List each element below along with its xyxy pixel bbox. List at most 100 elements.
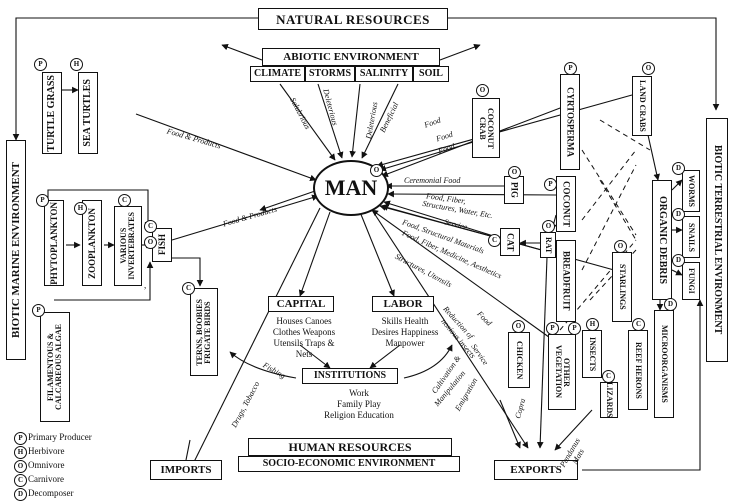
starlings-label: STARLINGS — [618, 264, 627, 310]
zooplankton-symbol: H — [74, 202, 87, 215]
organic-debris-label: ORGANIC DEBRIS — [657, 195, 668, 285]
legend-symbol-h: H — [14, 446, 27, 459]
chicken-exports — [499, 399, 521, 449]
other-vegetation-box: OTHER VEGETATION — [548, 334, 576, 410]
snails-symbol: D — [672, 208, 685, 221]
phyto-fish-top — [47, 189, 152, 229]
climate-box: CLIMATE — [250, 66, 305, 82]
salinity-box: SALINITY — [355, 66, 413, 82]
rat-label: RAT — [544, 236, 553, 254]
abiotic-man-3 — [349, 83, 361, 158]
fish-label: FISH — [156, 234, 167, 256]
cat-box: CAT — [500, 228, 520, 256]
exports-right — [582, 299, 704, 471]
biotic-marine-label: BIOTIC MARINE ENVIRONMENT — [9, 161, 22, 339]
land-crabs-down — [647, 134, 660, 181]
nr-right-line — [448, 17, 720, 111]
turtle-grass-box: TURTLE GRASS — [42, 72, 62, 154]
coconut-man — [387, 190, 557, 198]
breadfruit-box: BREADFRUIT — [556, 240, 576, 322]
biotic-marine-box: BIOTIC MARINE ENVIRONMENT — [6, 140, 26, 360]
sea-turtles-box: SEA TURTLES — [78, 72, 98, 154]
legend-symbol-o: O — [14, 460, 27, 473]
organic-fungi — [671, 269, 683, 276]
coconut-exports — [536, 229, 549, 449]
cyrtosperma-symbol: P — [564, 62, 577, 75]
man-exports — [371, 209, 529, 449]
fungi-symbol: D — [672, 254, 685, 267]
insects-symbol: H — [586, 318, 599, 331]
legend-label-c: Carnivore — [28, 474, 64, 484]
man-labor — [359, 211, 395, 297]
capital-box: CAPITAL — [268, 296, 334, 312]
exports-box: EXPORTS — [494, 460, 578, 480]
labor-box: LABOR — [372, 296, 434, 312]
various-invertebrates-box: VARIOUS INVERTEBRATES — [114, 206, 142, 286]
land-crabs-symbol: O — [642, 62, 655, 75]
snails-label: SNAILS — [687, 222, 696, 252]
fish-symbol-c: C — [144, 220, 157, 233]
filamentous-algae-label: FILAMENTOUS & CALCAREOUS ALGAE — [46, 323, 63, 410]
sea-turtles-symbol: H — [70, 58, 83, 71]
breadfruit-label: BREADFRUIT — [561, 251, 572, 311]
worms-symbol: D — [672, 162, 685, 175]
biotic-terrestrial-box: BIOTIC TERRESTRIAL ENVIRONMENT — [706, 118, 728, 362]
reef-herons-box: REEF HERONS — [628, 330, 648, 410]
omnivore-symbol: O — [370, 164, 383, 177]
pig-box: PIG — [504, 176, 524, 204]
food-top-line — [376, 94, 633, 168]
microorganisms-symbol: D — [664, 298, 677, 311]
terns-symbol: C — [182, 282, 195, 295]
lizards-label: LIZARDS — [605, 382, 614, 418]
terns-box: TERNS, BOOBIES FRIGATE BIRDS — [190, 288, 218, 376]
turtle-grass-label: TURTLE GRASS — [46, 74, 57, 152]
abiotic-out-right — [439, 43, 481, 61]
organic-debris-box: ORGANIC DEBRIS — [652, 180, 672, 300]
lizards-exports — [554, 409, 593, 451]
soil-box: SOIL — [413, 66, 449, 82]
abiotic-man-1 — [279, 83, 336, 161]
insects-box: INSECTS — [582, 330, 602, 378]
chicken-box: CHICKEN — [508, 332, 530, 388]
organic-worms — [671, 179, 683, 191]
inst-left-curve — [229, 351, 297, 379]
snails-box: SNAILS — [682, 216, 700, 258]
labor-list: Skills Health Desires Happiness Manpower — [371, 316, 439, 348]
cyrtosperma-box: CYRTOSPERMA — [560, 74, 580, 170]
man-label: MAN — [324, 175, 378, 200]
fish-symbol-o: O — [144, 236, 157, 249]
phytoplankton-box: PHYTOPLANKTON — [44, 200, 64, 286]
chicken-label: CHICKEN — [515, 340, 524, 380]
label-ceremonial-food: Ceremonial Food — [404, 176, 461, 185]
institutions-box: INSTITUTIONS — [302, 368, 398, 384]
other-vegetation-label: OTHER VEGETATION — [554, 345, 571, 399]
man-node: MAN — [313, 160, 389, 216]
imports-line — [185, 439, 191, 461]
coconut-box: COCONUT — [556, 176, 576, 232]
land-crabs-box: LAND CRABS — [632, 76, 652, 136]
reef-herons-symbol: C — [632, 318, 645, 331]
lizards-box: LIZARDS — [600, 382, 618, 418]
zooplankton-box: ZOOPLANKTON — [82, 200, 102, 286]
insects-label: INSECTS — [588, 336, 597, 372]
dash-1 — [581, 149, 637, 236]
coconut-crab-symbol: O — [476, 84, 489, 97]
othervege-man — [371, 209, 561, 346]
fungi-box: FUNGI — [682, 262, 700, 300]
abiotic-man-4 — [361, 83, 399, 159]
dash-7 — [599, 119, 651, 151]
coconut-label: COCONUT — [561, 180, 572, 227]
starlings-box: STARLINGS — [612, 252, 632, 322]
land-crabs-label: LAND CRABS — [638, 80, 647, 132]
coconut-symbol: P — [544, 178, 557, 191]
abiotic-out-left — [221, 43, 263, 61]
coconut-crab-box: COCONUT CRAB — [472, 98, 500, 158]
legend-label-o: Omnivore — [28, 460, 65, 470]
capital-list: Houses Canoes Clothes Weapons Utensils T… — [272, 316, 336, 359]
inst-right-curve — [403, 344, 453, 379]
algae-fish — [54, 261, 154, 301]
legend-label-p: Primary Producer — [28, 432, 92, 442]
worms-box: WORMS — [682, 170, 700, 212]
cyrtosperma-label: CYRTOSPERMA — [565, 86, 576, 158]
